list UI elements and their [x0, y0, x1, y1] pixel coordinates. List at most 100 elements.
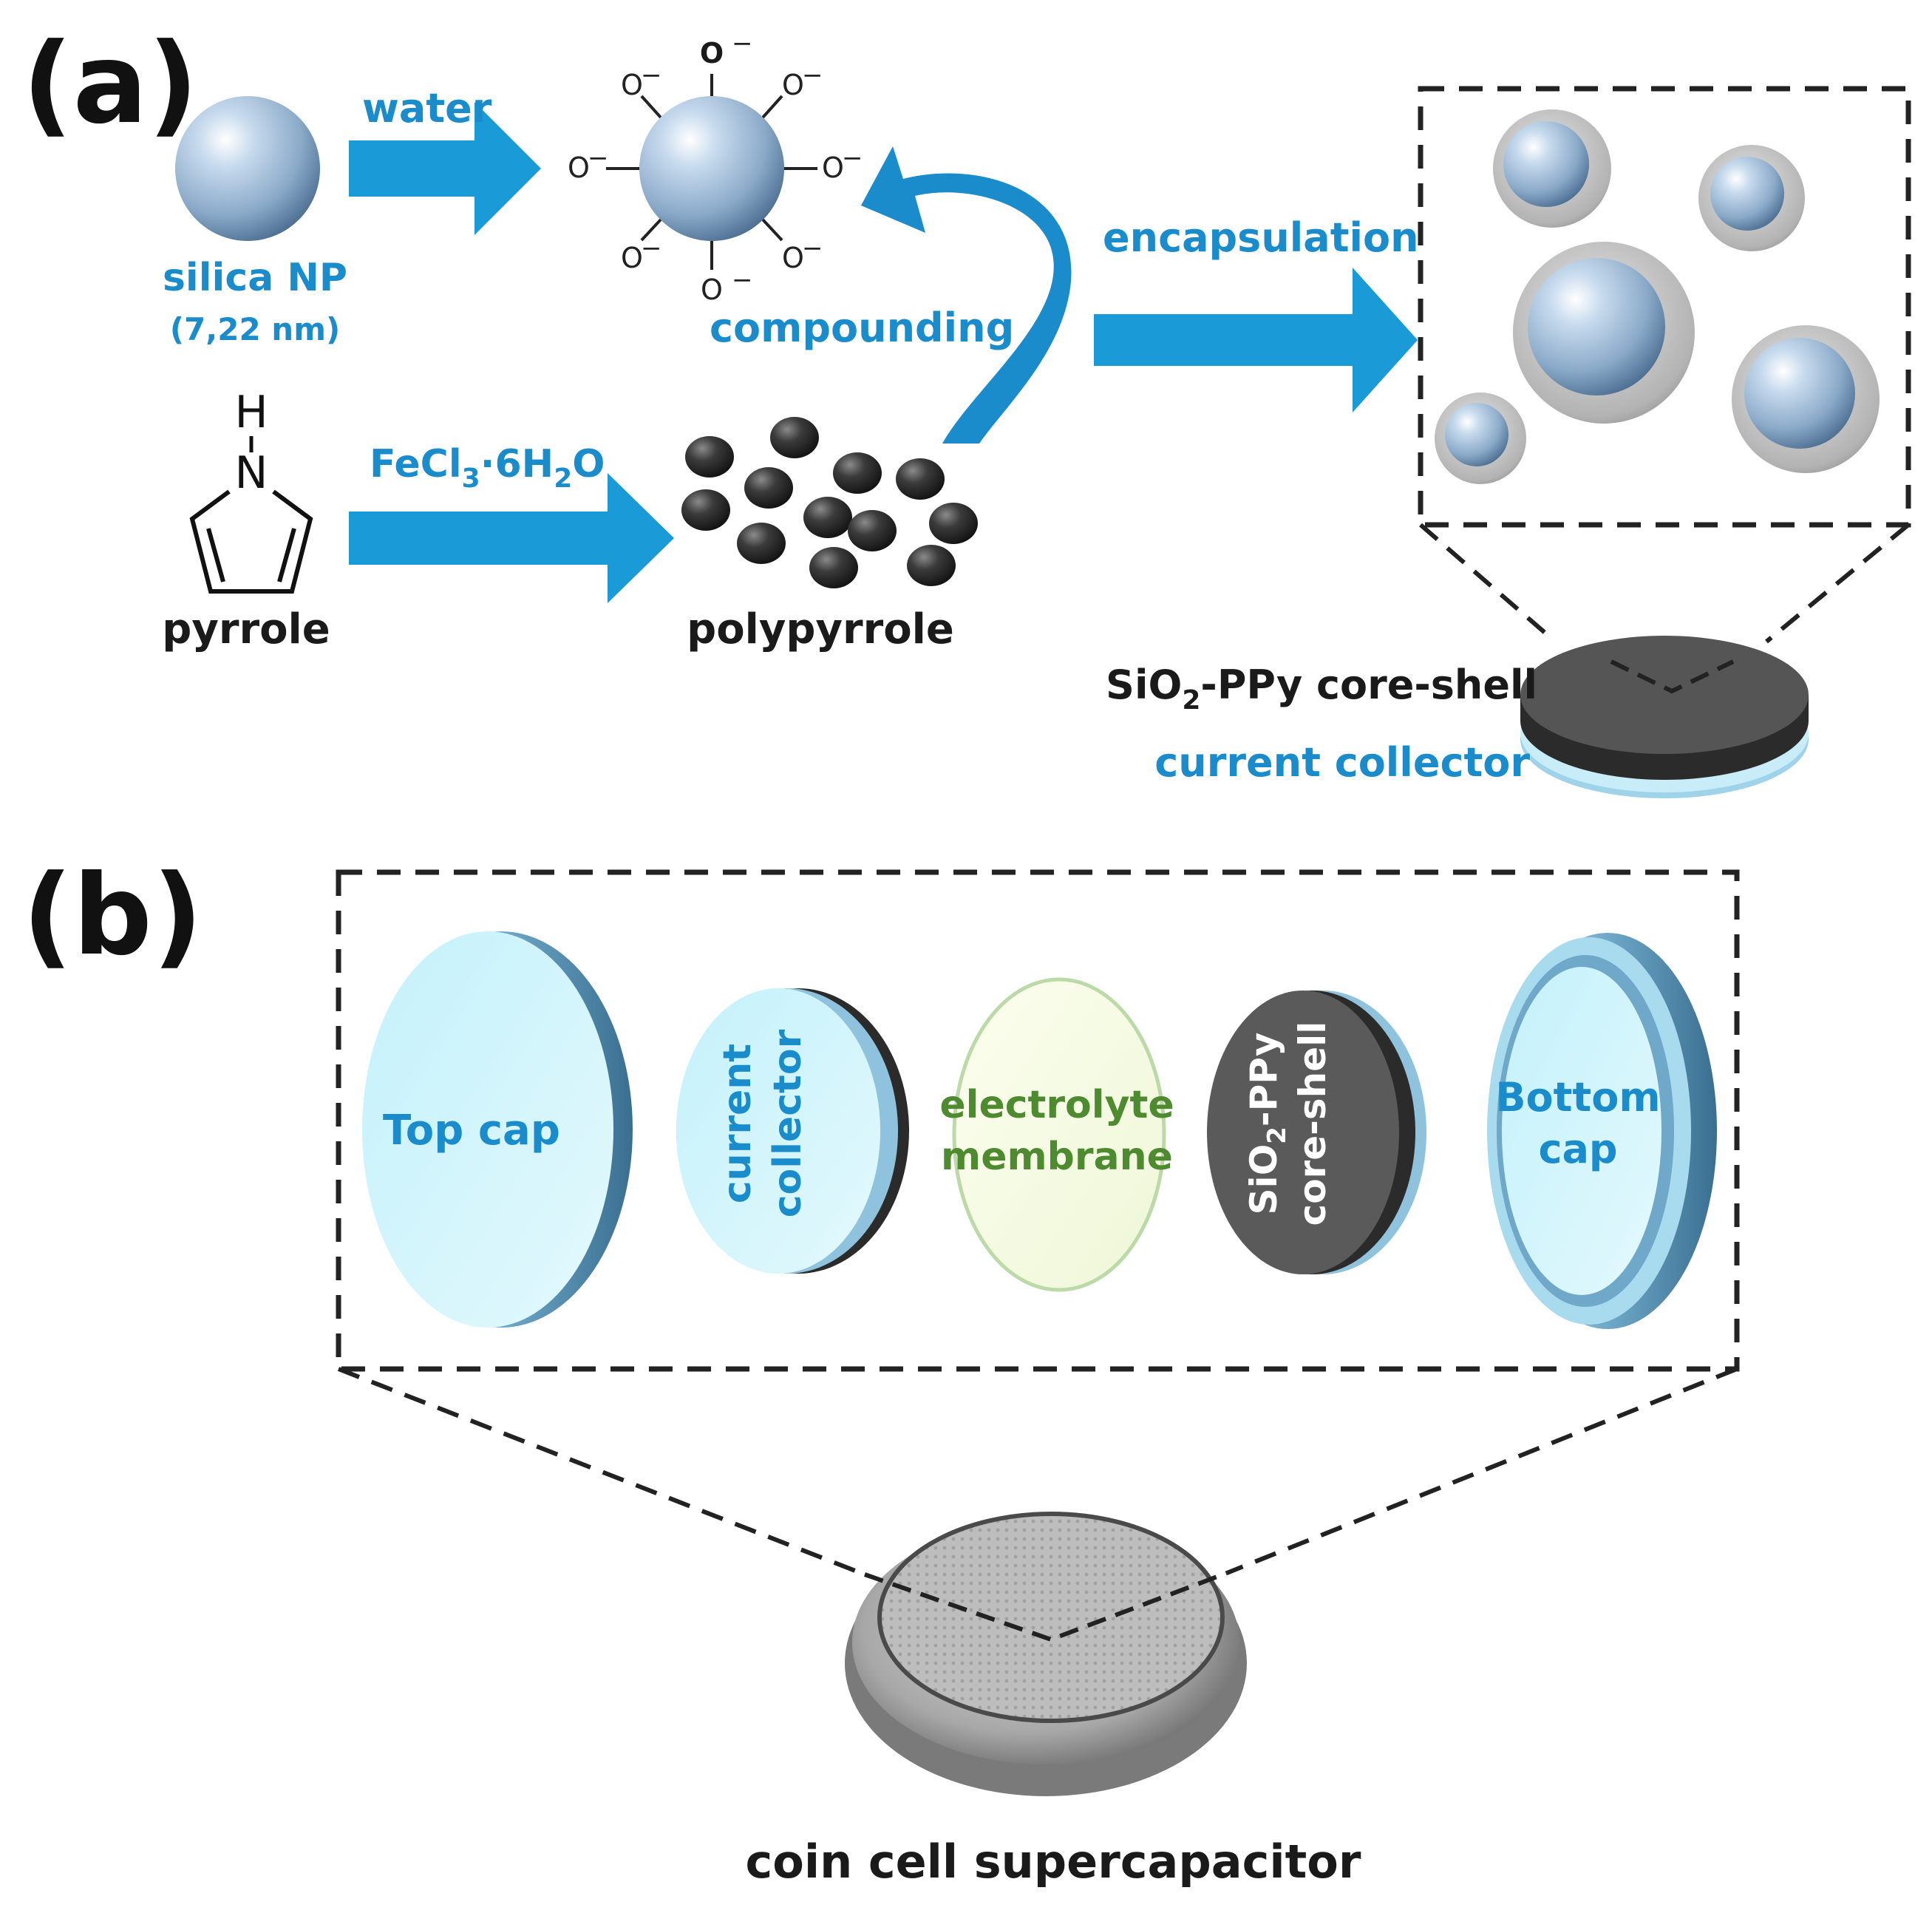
pyrrole-h-atom: H [234, 387, 268, 438]
oxide-label-right: O [822, 152, 844, 184]
electrolyte-membrane-disc [952, 977, 1166, 1292]
current-collector-disc [676, 988, 909, 1274]
oxide-label-top-left: O [621, 69, 643, 101]
core-shell-core [1710, 157, 1784, 231]
top-cap-face [362, 931, 613, 1328]
ppy-particle [770, 417, 819, 458]
current-collector-label: current collector [1154, 739, 1530, 786]
water-label: water [362, 85, 492, 132]
oxide-label-left: O [568, 152, 590, 184]
compounding-label: compounding [710, 305, 1014, 351]
coreshell-b-sio: SiO [1242, 1144, 1285, 1215]
oxidant-o: O [572, 442, 605, 486]
charged-silica-group [606, 74, 817, 270]
core-shell-core [1503, 121, 1589, 207]
collector-face [676, 988, 880, 1274]
polypyrrole-particles [681, 417, 978, 588]
ppy-particle [896, 458, 945, 500]
oxide-label-bottom-right: O [782, 242, 804, 274]
zoom-line-apex [1610, 659, 1735, 694]
oxide-sign-top-right: − [802, 61, 823, 90]
ppy-particle [809, 547, 858, 588]
zoom-line-b-right [1225, 1367, 1738, 1575]
zoom-line-left [1419, 523, 1550, 638]
oxide-label-top-right: O [782, 69, 804, 101]
membrane-label-line2: membrane [941, 1135, 1173, 1179]
polymerization-arrow [349, 473, 674, 603]
oxide-sign-bottom-left: − [641, 234, 662, 263]
oxide-sign-left: − [588, 143, 609, 173]
ppy-particle [803, 497, 852, 538]
membrane-label-line1: electrolyte [939, 1083, 1174, 1127]
coin-cell-texture [880, 1514, 1222, 1721]
coreshell-electrode-disc [1207, 991, 1426, 1274]
zoom-line-b-left [337, 1367, 866, 1577]
collector-label-line2: collector [766, 1029, 810, 1217]
water-arrow [349, 102, 541, 235]
coreshell-layer-top [1520, 636, 1809, 754]
electrode-disc [1520, 636, 1809, 798]
oxide-label-top: O [700, 37, 724, 69]
compounding-arrow [861, 146, 1072, 444]
encapsulation-arrow [1094, 268, 1418, 412]
pyrrole-ring [189, 489, 313, 594]
coreshell-b-label-line1: SiO2-PPy [1242, 1033, 1292, 1215]
oxide-sign-top-left: − [641, 61, 662, 90]
oxide-sign-bottom-right: − [802, 234, 823, 263]
core-shell-core [1528, 258, 1665, 395]
oxidant-hydrate: ·6H [480, 442, 554, 486]
oxidant-sub2: 2 [554, 463, 572, 494]
ppy-particle [685, 436, 734, 478]
ppy-particle [681, 489, 730, 531]
coreshell-b-sub: 2 [1262, 1127, 1292, 1144]
ppy-particle [737, 523, 786, 564]
silica-size-label: (7,22 nm) [170, 311, 340, 347]
top-cap-disc [362, 931, 633, 1328]
coreshell-label: SiO2-PPy core-shell [1106, 662, 1537, 716]
panel-a-label: (a) [22, 20, 198, 149]
encapsulation-label: encapsulation [1103, 214, 1419, 261]
core-shell-core [1744, 338, 1855, 449]
coreshell-rest: -PPy core-shell [1200, 662, 1537, 708]
oxide-sign-top: − [732, 29, 753, 58]
oxide-groups: O − O − O − O − O − O − O − O − [568, 29, 863, 306]
oxide-label-bottom-left: O [621, 242, 643, 274]
oxidant-label: FeCl3·6H2O [370, 442, 605, 494]
coin-cell-label: coin cell supercapacitor [746, 1835, 1361, 1889]
bottom-cap-disc [1487, 933, 1717, 1329]
coreshell-sio: SiO [1106, 662, 1182, 708]
oxide-label-bottom: O [701, 273, 723, 306]
oxide-sign-right: − [842, 143, 863, 173]
coreshell-b-rest: -PPy [1242, 1033, 1285, 1127]
coin-cell-image [845, 1512, 1247, 1796]
bottom-cap-label-line1: Bottom [1495, 1074, 1660, 1121]
ppy-particle [833, 452, 882, 494]
oxidant-fecl: FeCl [370, 442, 462, 486]
oxide-sign-bottom: − [732, 265, 753, 295]
core-shell-inset-box [1418, 86, 1911, 528]
polypyrrole-label: polypyrrole [687, 605, 954, 653]
zoom-line-b-apex [864, 1571, 1228, 1642]
coreshell-sub: 2 [1182, 685, 1200, 716]
coreshell-b-label-line2: core-shell [1291, 1022, 1334, 1226]
pyrrole-label: pyrrole [162, 605, 330, 653]
bottom-cap-label-line2: cap [1538, 1126, 1617, 1172]
silica-label: silica NP [163, 256, 347, 300]
ppy-particle [744, 467, 793, 509]
oxidant-sub3: 3 [462, 463, 480, 494]
top-cap-label: Top cap [383, 1107, 560, 1155]
collector-label-line1: current [715, 1044, 760, 1203]
zoom-line-right [1765, 523, 1910, 644]
pyrrole-n-atom: N [235, 447, 268, 499]
coin-cell-seam [877, 1512, 1225, 1723]
panel-b-label: (b) [22, 852, 203, 980]
ppy-particle [848, 510, 897, 551]
exploded-view-box [336, 869, 1740, 1372]
coreshell-disc-face [1207, 991, 1399, 1274]
ppy-particle [907, 545, 956, 586]
silica-nanoparticle [175, 96, 320, 241]
charged-silica-nanoparticle [639, 96, 784, 241]
bottom-cap-inner [1502, 967, 1661, 1295]
core-shell-core [1445, 403, 1508, 466]
